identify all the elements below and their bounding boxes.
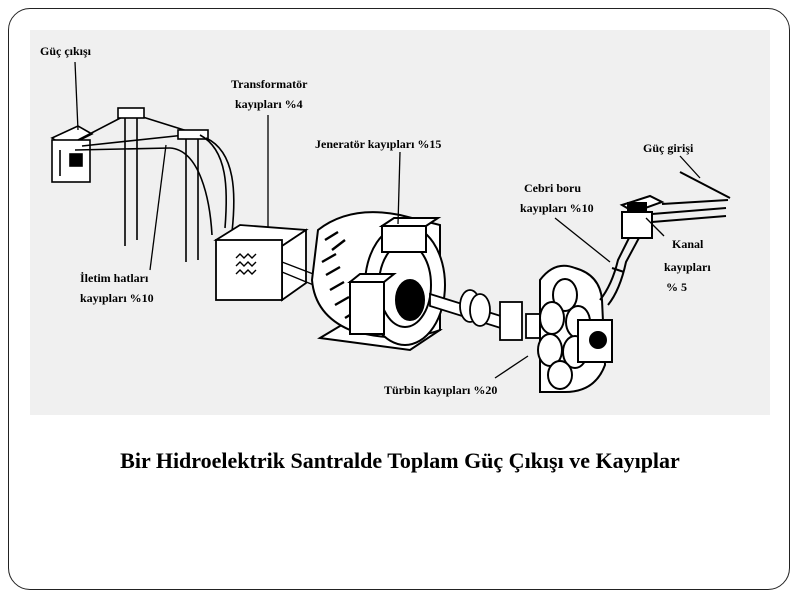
label-power-output: Güç çıkışı (40, 44, 92, 58)
label-turbine-loss: Türbin kayıpları %20 (384, 383, 497, 397)
slide-caption: Bir Hidroelektrik Santralde Toplam Güç Ç… (120, 448, 680, 473)
label-transmission-loss: kayıpları %10 (80, 291, 154, 305)
label-transformer-title: Transformatör (231, 77, 308, 91)
label-canal-loss: kayıpları (664, 260, 711, 274)
transmission-lines (74, 107, 235, 262)
label-penstock-title: Cebri boru (524, 181, 581, 195)
generator (310, 211, 446, 352)
label-penstock-loss: kayıpları %10 (520, 201, 594, 215)
turbine (537, 264, 613, 393)
label-power-input: Güç girişi (643, 141, 694, 155)
leader-lines (74, 61, 701, 379)
shaft (429, 289, 545, 341)
slide-frame (8, 8, 790, 590)
penstock (599, 231, 641, 306)
label-canal-title: Kanal (672, 237, 704, 251)
intake-and-canal (619, 171, 731, 239)
label-generator-loss: Jeneratör kayıpları %15 (315, 137, 441, 151)
label-canal-percent: % 5 (666, 280, 687, 294)
label-transformer-loss: kayıpları %4 (235, 97, 303, 111)
label-transmission-title: İletim hatları (80, 271, 149, 285)
transformer (213, 224, 309, 302)
consumer-building (50, 125, 94, 183)
